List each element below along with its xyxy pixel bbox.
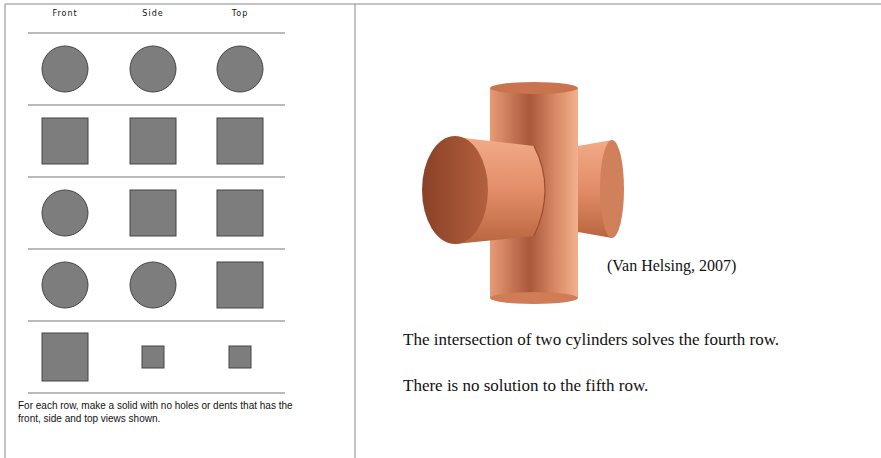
citation: (Van Helsing, 2007) [607, 257, 736, 275]
cylinder-intersection [422, 82, 624, 304]
row-rule [28, 33, 285, 393]
instruction-caption: For each row, make a solid with no holes… [18, 399, 318, 425]
panel-border [5, 4, 881, 458]
view-shapes [42, 46, 263, 381]
note-text: There is no solution to the fifth row. [403, 376, 648, 396]
note-text: The intersection of two cylinders solves… [403, 330, 779, 350]
column-header: Side [123, 9, 183, 18]
column-header: Front [35, 9, 95, 18]
column-header: Top [210, 9, 270, 18]
